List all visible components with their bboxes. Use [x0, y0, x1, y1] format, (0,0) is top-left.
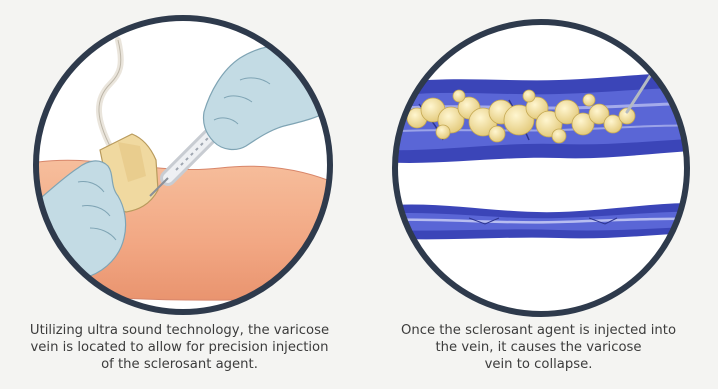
caption-vein-collapse: Once the sclerosant agent is injected in…	[359, 322, 718, 389]
vein-collapse-illustration	[359, 0, 718, 322]
panel-vein-collapse: Once the sclerosant agent is injected in…	[359, 0, 718, 389]
panel-ultrasound-guidance: Utilizing ultra sound technology, the va…	[0, 0, 359, 389]
ultrasound-injection-illustration	[0, 0, 359, 322]
caption-ultrasound: Utilizing ultra sound technology, the va…	[0, 322, 359, 389]
